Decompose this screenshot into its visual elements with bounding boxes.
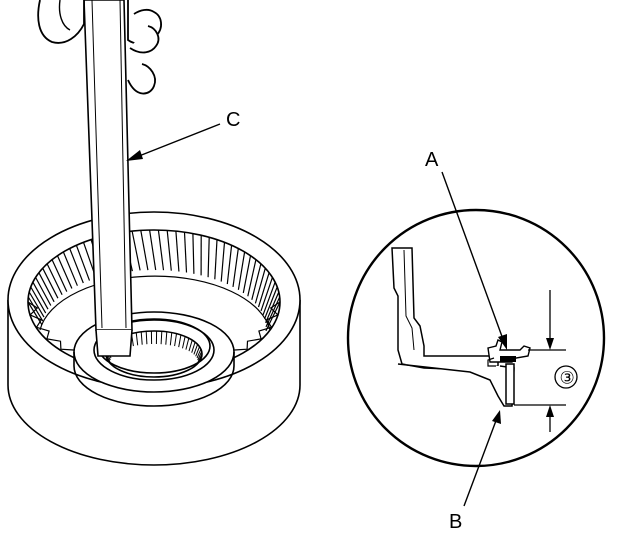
dimension-arrowhead-bottom (546, 405, 554, 417)
label-b: B (449, 511, 462, 533)
gear-tooth (51, 259, 68, 292)
tool-tip (95, 329, 133, 357)
gear-tooth (56, 255, 73, 289)
gear-tooth (214, 239, 218, 280)
gear-tooth (38, 272, 55, 303)
spline-tooth (197, 353, 203, 363)
ring-gear-tooth-root (39, 275, 271, 331)
housing-inner-line (403, 249, 415, 351)
spline-tooth (191, 341, 196, 353)
gear-tooth (30, 286, 47, 314)
callout-b: B (449, 410, 501, 533)
seal-insert (500, 356, 516, 362)
detail-view: ③ A B (346, 149, 606, 533)
spline-tooth (169, 332, 173, 346)
callout-a-leader (441, 171, 505, 343)
gear-tooth (257, 272, 270, 308)
hand-illustration (37, 0, 162, 95)
hand-knuckle-1 (129, 25, 160, 54)
gear-tooth (175, 231, 180, 272)
gear-tooth (149, 229, 157, 271)
spline-tooth (185, 338, 190, 350)
gear-tooth (232, 248, 239, 287)
gear-tooth (46, 263, 63, 296)
hand-knuckle-2 (127, 63, 156, 95)
label-a: A (425, 149, 439, 171)
spline-tooth (145, 331, 148, 345)
gear-tooth (207, 237, 210, 278)
gear-tooth (254, 268, 266, 304)
spline-tooth (178, 334, 182, 348)
spline-tooth (188, 339, 193, 352)
gear-tooth (140, 230, 149, 271)
gear-tooth (247, 259, 257, 297)
dimension-circle (554, 365, 578, 389)
spline-tooth (182, 336, 186, 349)
ring-gear-illustration (7, 211, 301, 466)
gear-tooth (69, 248, 84, 284)
label-c: C (226, 109, 240, 131)
hub-side (73, 352, 235, 407)
installer-tool (83, 0, 133, 357)
gear-tooth (157, 229, 165, 271)
spline-tooth (196, 348, 202, 359)
gear-tooth (260, 277, 273, 312)
callout-c-arrowhead (126, 150, 143, 161)
gear-tooth (264, 286, 278, 320)
callout-b-arrowhead (492, 410, 501, 424)
gear-tooth (251, 263, 262, 300)
sleeve (505, 363, 515, 405)
callout-c-leader (133, 123, 221, 159)
gear-tooth (183, 232, 188, 273)
gear-tooth (35, 277, 52, 306)
tool-shaft-edge (119, 0, 127, 329)
gear-tooth (42, 267, 59, 299)
dimension-label: ③ (560, 369, 575, 388)
callout-a-arrowhead (498, 334, 507, 350)
gear-tooth (192, 233, 195, 274)
spline-tooth (197, 351, 203, 361)
gear-tooth (131, 230, 141, 271)
spline-tooth (140, 331, 143, 345)
dimension-arrowhead-top (546, 338, 554, 350)
hand-fingers-left (37, 0, 85, 44)
gear-tooth (75, 245, 91, 281)
gear-tooth (28, 291, 45, 318)
dimension-3 (514, 290, 578, 432)
detail-circle (346, 208, 606, 468)
gear-tooth (62, 251, 78, 286)
gear-tooth (166, 230, 172, 271)
spline-tooth (160, 331, 163, 345)
seal-lip (487, 357, 496, 367)
hand-finger-left-inner (58, 0, 71, 31)
gear-tooth (220, 242, 226, 282)
callout-b-leader (463, 417, 498, 507)
gear-tooth (262, 281, 276, 316)
gear-tooth (242, 255, 252, 294)
spline-tooth (195, 346, 200, 357)
spline-tooth (165, 331, 168, 345)
callout-a: A (425, 149, 507, 350)
spline-tooth (135, 332, 139, 346)
spline-tooth (193, 344, 199, 355)
tool-shaft-highlight (91, 0, 103, 329)
callout-c: C (126, 109, 240, 161)
spline-tooth (174, 333, 177, 347)
gear-tooth (237, 251, 246, 290)
gear-tooth (226, 245, 233, 285)
gear-tooth (32, 281, 49, 310)
